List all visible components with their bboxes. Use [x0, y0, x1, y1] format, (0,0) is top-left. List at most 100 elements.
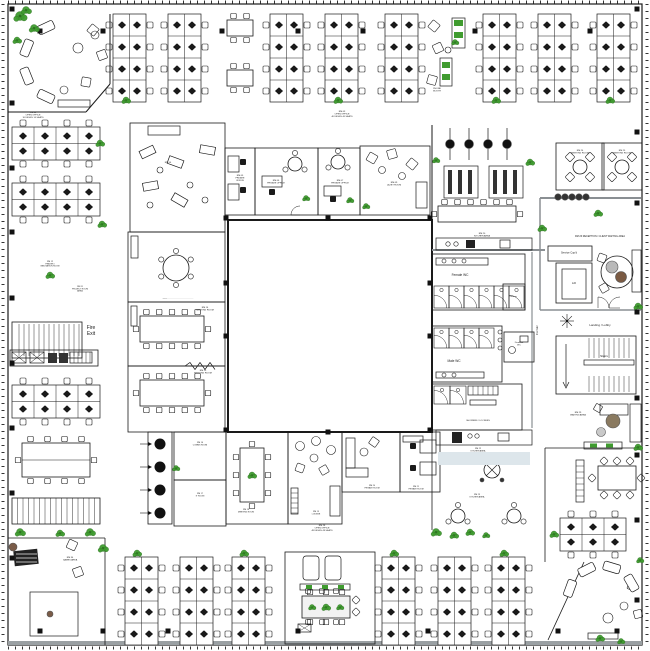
task-chair — [269, 189, 275, 195]
plant — [469, 531, 471, 533]
room-label-line: PRIVATE ROOM — [408, 487, 423, 490]
chair — [264, 453, 272, 461]
task-chair — [617, 68, 625, 70]
plant — [495, 99, 497, 101]
chair — [41, 216, 49, 224]
room-label-line: PRAYER / — [45, 262, 55, 265]
studio-desk — [138, 144, 157, 160]
chair — [374, 630, 382, 638]
chair — [484, 630, 492, 638]
chair — [318, 464, 330, 476]
chair — [625, 456, 635, 466]
chair — [525, 630, 533, 638]
plant — [637, 446, 639, 448]
room-label-line: KITCHEN AREA — [471, 449, 486, 452]
pod-strip — [147, 431, 173, 525]
plant — [338, 98, 344, 104]
room-label-line: KITCHEN AREA — [470, 495, 485, 498]
chair — [282, 166, 289, 173]
booth-seat — [442, 74, 450, 80]
chair — [143, 406, 150, 414]
studio-table — [147, 125, 181, 136]
studio-desk — [199, 144, 216, 156]
chair — [160, 87, 168, 95]
plant — [336, 606, 340, 611]
task-chair — [85, 206, 93, 208]
task-chair — [488, 68, 496, 70]
chair — [194, 308, 201, 316]
toilet — [439, 288, 444, 292]
plant — [394, 551, 400, 557]
chair — [415, 630, 423, 638]
task-chair — [567, 526, 575, 528]
room-label-line: RM 24 — [577, 150, 584, 152]
chair — [430, 630, 438, 638]
task-chair — [390, 46, 398, 48]
furniture-circle — [467, 433, 473, 439]
task-chair — [558, 24, 566, 26]
chair — [471, 564, 479, 572]
chair — [441, 198, 448, 206]
plant — [482, 534, 486, 539]
task-chair — [133, 46, 141, 48]
chair — [262, 43, 270, 51]
room-label-line: PRIVATE OFFICE — [267, 182, 285, 185]
furniture-rect — [322, 585, 328, 589]
chair — [19, 216, 27, 224]
plant — [12, 39, 17, 44]
door-swing — [433, 335, 447, 349]
plant — [239, 552, 244, 557]
furniture-circle — [309, 453, 319, 463]
chair — [168, 342, 176, 350]
chair — [248, 502, 256, 510]
room-label-line: RM 20 — [369, 485, 376, 487]
task-chair — [512, 611, 520, 613]
room-label: RM 04 — [165, 162, 172, 164]
side-table — [297, 623, 312, 633]
room-label-line: RM 19 — [313, 511, 320, 513]
chair — [44, 435, 51, 443]
shelf — [575, 459, 585, 503]
room-label-line: RM 25 — [619, 150, 626, 152]
chair — [317, 43, 325, 51]
chair — [611, 510, 619, 518]
plant — [251, 474, 253, 476]
task-chair — [497, 633, 505, 635]
room-rm24 — [555, 142, 605, 191]
task-chair — [85, 408, 93, 410]
plant — [617, 640, 621, 645]
task-chair — [330, 196, 336, 202]
task-chair — [617, 90, 625, 92]
plant — [14, 531, 20, 537]
table — [226, 19, 254, 37]
chair — [85, 175, 93, 183]
task-chair — [200, 633, 208, 635]
plant — [362, 205, 366, 210]
credenza — [130, 235, 139, 259]
furniture-circle — [441, 258, 447, 264]
round-table — [572, 159, 588, 175]
chair — [63, 119, 71, 127]
chair — [41, 160, 49, 168]
room-label-line: LOUNGE — [312, 513, 321, 515]
task-chair — [173, 68, 181, 70]
chair — [530, 21, 538, 29]
room-label: Stairs — [600, 354, 608, 358]
task-chair — [130, 633, 138, 635]
round-table — [614, 159, 630, 175]
chair — [168, 372, 176, 380]
chair — [230, 86, 237, 94]
plant — [244, 551, 249, 557]
chair — [194, 342, 201, 350]
plant — [595, 637, 600, 642]
plant — [485, 534, 487, 536]
chair — [589, 551, 597, 559]
chair — [430, 586, 438, 594]
structural-column — [9, 295, 15, 301]
room-label-line: RM 16 — [197, 442, 204, 444]
